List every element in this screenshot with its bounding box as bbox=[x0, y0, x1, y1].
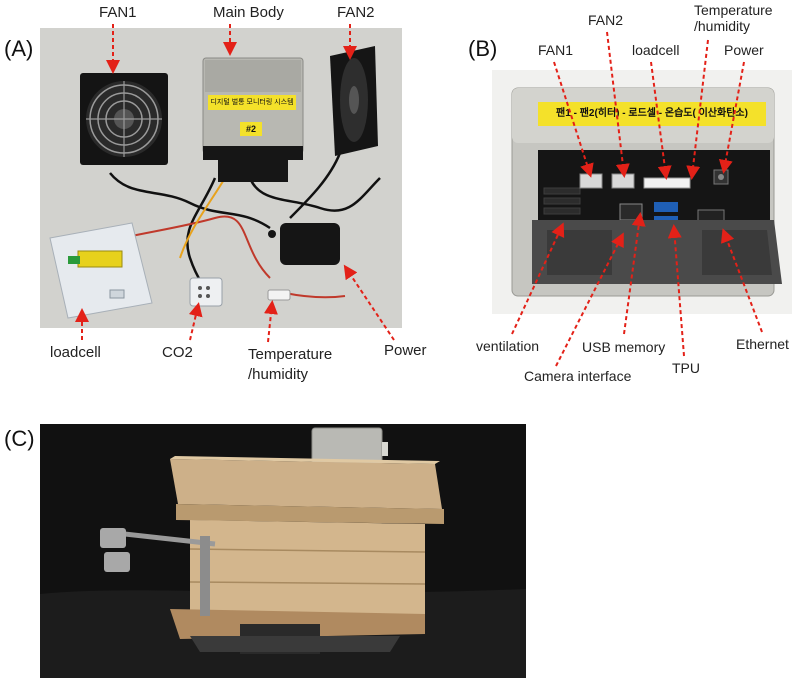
callout-fan1-b: FAN1 bbox=[538, 42, 574, 58]
camera-mount bbox=[100, 528, 216, 616]
callout-main-body: Main Body bbox=[213, 4, 284, 21]
callout-co2: CO2 bbox=[162, 344, 193, 361]
callout-usb-memory: USB memory bbox=[582, 339, 666, 355]
callout-tpu: TPU bbox=[672, 360, 700, 376]
monitoring-device-on-hive bbox=[311, 427, 388, 465]
callout-temperature: Temperature bbox=[248, 346, 333, 363]
callout-loadcell-b: loadcell bbox=[632, 42, 680, 58]
fan1-unit bbox=[80, 73, 168, 165]
co2-sensor bbox=[189, 277, 223, 307]
callout-ventilation: ventilation bbox=[476, 338, 540, 354]
callout-fan2-b: FAN2 bbox=[588, 12, 624, 28]
callout-loadcell: loadcell bbox=[50, 344, 101, 361]
callout-fan2: FAN2 bbox=[337, 4, 375, 21]
device-tag: #2 bbox=[240, 122, 262, 136]
panel-a-label: (A) bbox=[4, 36, 34, 61]
panel-c-label: (C) bbox=[4, 426, 35, 451]
callout-camera-interface: Camera interface bbox=[524, 368, 632, 384]
callout-fan1: FAN1 bbox=[99, 4, 137, 21]
loadcell-unit bbox=[49, 222, 153, 319]
callout-power: Power bbox=[384, 342, 427, 359]
callout-ethernet: Ethernet bbox=[736, 336, 789, 352]
callout-humidity: /humidity bbox=[248, 366, 309, 383]
wooden-beehive bbox=[170, 456, 444, 654]
main-body-unit bbox=[202, 57, 304, 182]
power-adapter bbox=[268, 223, 340, 265]
device-sticker: 디지털 벌통 모니터링 시스템 bbox=[208, 95, 296, 110]
enclosure-sticker: 팬1 - 팬2(히터) - 로드셀 - 온습도( 이산화탄소) bbox=[538, 102, 766, 126]
temperature-humidity-sensor bbox=[267, 289, 291, 301]
panel-a-photo bbox=[40, 28, 402, 328]
callout-humidity-b: /humidity bbox=[694, 18, 751, 34]
panel-b-label: (B) bbox=[468, 36, 498, 61]
fan2-unit bbox=[330, 46, 378, 156]
callout-power-b: Power bbox=[724, 42, 764, 58]
callout-temperature-b: Temperature bbox=[694, 2, 773, 18]
panel-c-photo bbox=[40, 424, 526, 678]
